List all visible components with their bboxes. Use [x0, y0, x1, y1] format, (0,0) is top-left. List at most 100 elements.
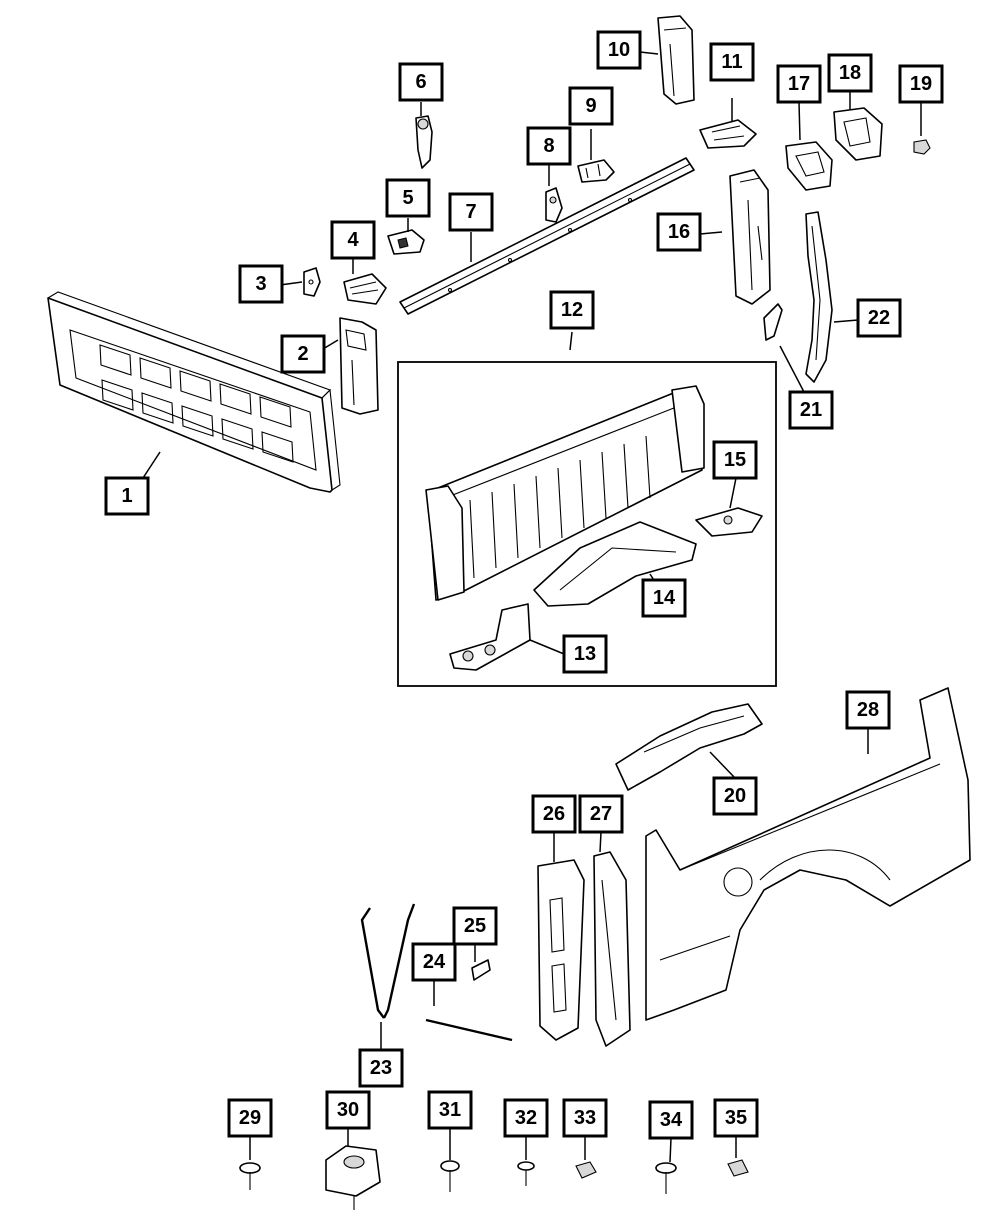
- callout-label: 6: [415, 71, 426, 93]
- part-9-bracket: [577, 159, 615, 183]
- part-4-plate: [343, 273, 387, 305]
- callout-label: 2: [297, 343, 308, 365]
- callout-label: 32: [515, 1107, 537, 1129]
- part-20-wheelhouse: [615, 703, 763, 791]
- part-17-gusset: [785, 141, 833, 191]
- callout-11: 11: [709, 42, 755, 82]
- part-11-plate: [699, 119, 757, 149]
- callout-label: 8: [543, 135, 554, 157]
- part-21-strap: [763, 303, 783, 341]
- part-6-pin: [415, 115, 433, 169]
- callout-15: 15: [712, 440, 758, 480]
- callout-label: 31: [439, 1099, 461, 1121]
- callout-label: 4: [347, 229, 359, 251]
- callout-label: 21: [800, 399, 822, 421]
- part-31-bolt: [440, 1160, 460, 1192]
- callout-13: 13: [562, 634, 608, 674]
- callout-31: 31: [427, 1090, 473, 1130]
- part-32-screw: [517, 1161, 535, 1186]
- callout-27: 27: [578, 794, 624, 834]
- part-14-crossmember: [533, 521, 697, 607]
- callout-label: 18: [839, 62, 861, 84]
- callout-label: 7: [465, 201, 476, 223]
- callout-19: 19: [898, 64, 944, 104]
- callout-26: 26: [531, 794, 577, 834]
- part-30-housing: [325, 1145, 381, 1210]
- callout-label: 25: [464, 915, 486, 937]
- callout-label: 35: [725, 1107, 747, 1129]
- callout-1: 1: [104, 476, 150, 516]
- part-35-nut: [727, 1159, 749, 1177]
- part-13-bracket: [449, 603, 531, 671]
- part-29-bolt: [239, 1162, 261, 1190]
- callout-label: 13: [574, 643, 596, 665]
- callout-label: 1: [121, 485, 132, 507]
- callout-16: 16: [656, 212, 702, 252]
- callout-label: 29: [239, 1107, 261, 1129]
- part-10-pillar: [657, 15, 695, 105]
- callout-label: 33: [574, 1107, 596, 1129]
- part-33-nut: [575, 1161, 597, 1179]
- callout-21: 21: [788, 390, 834, 430]
- callout-18: 18: [827, 53, 873, 93]
- part-25-clip: [471, 959, 491, 981]
- part-19-nut: [913, 139, 931, 155]
- callout-label: 28: [857, 699, 879, 721]
- callout-label: 3: [255, 273, 266, 295]
- callout-29: 29: [227, 1098, 273, 1138]
- callout-label: 30: [337, 1099, 359, 1121]
- callout-label: 27: [590, 803, 612, 825]
- callout-5: 5: [385, 178, 431, 218]
- callout-label: 20: [724, 785, 746, 807]
- callout-30: 30: [325, 1090, 371, 1130]
- callout-24: 24: [411, 942, 457, 982]
- callout-25: 25: [452, 906, 498, 946]
- part-26-inner-panel: [537, 859, 585, 1041]
- callout-label: 11: [721, 51, 742, 73]
- part-12-group-frame: [397, 361, 777, 687]
- part-3-clip: [303, 267, 321, 297]
- part-16-post: [729, 169, 771, 305]
- callout-22: 22: [856, 298, 902, 338]
- callout-label: 16: [668, 221, 690, 243]
- part-18-gusset: [833, 107, 883, 161]
- callout-8: 8: [526, 126, 572, 166]
- callout-2: 2: [280, 334, 326, 374]
- part-8-bracket: [545, 187, 563, 223]
- callout-label: 9: [585, 95, 596, 117]
- callout-9: 9: [568, 86, 614, 126]
- part-2-bracket: [339, 317, 379, 415]
- part-27-reinforcement: [593, 851, 631, 1047]
- callout-34: 34: [648, 1100, 694, 1140]
- callout-label: 24: [423, 951, 446, 973]
- callout-23: 23: [358, 1048, 404, 1088]
- part-15-plate: [695, 507, 763, 537]
- part-23-strap: [360, 903, 416, 1019]
- part-7-rail: [399, 157, 695, 315]
- part-1-panel: [47, 291, 341, 493]
- part-34-bolt: [655, 1162, 677, 1194]
- callout-label: 15: [724, 449, 746, 471]
- callout-label: 5: [402, 187, 413, 209]
- part-5-block: [387, 229, 425, 255]
- callout-label: 34: [660, 1109, 683, 1131]
- callout-33: 33: [562, 1098, 608, 1138]
- callout-32: 32: [503, 1098, 549, 1138]
- callout-label: 22: [868, 307, 890, 329]
- callout-4: 4: [330, 220, 376, 260]
- callout-6: 6: [398, 62, 444, 102]
- part-24-rod: [425, 1018, 513, 1042]
- callout-17: 17: [776, 64, 822, 104]
- callout-28: 28: [845, 690, 891, 730]
- callout-35: 35: [713, 1098, 759, 1138]
- callout-label: 12: [561, 299, 583, 321]
- callout-20: 20: [712, 776, 758, 816]
- callout-label: 17: [788, 73, 810, 95]
- part-22-brace: [805, 211, 833, 383]
- callout-label: 14: [653, 587, 676, 609]
- callout-14: 14: [641, 578, 687, 618]
- callout-3: 3: [238, 264, 284, 304]
- part-12-bed-panel: [425, 385, 705, 601]
- part-28-box-side: [645, 687, 971, 1021]
